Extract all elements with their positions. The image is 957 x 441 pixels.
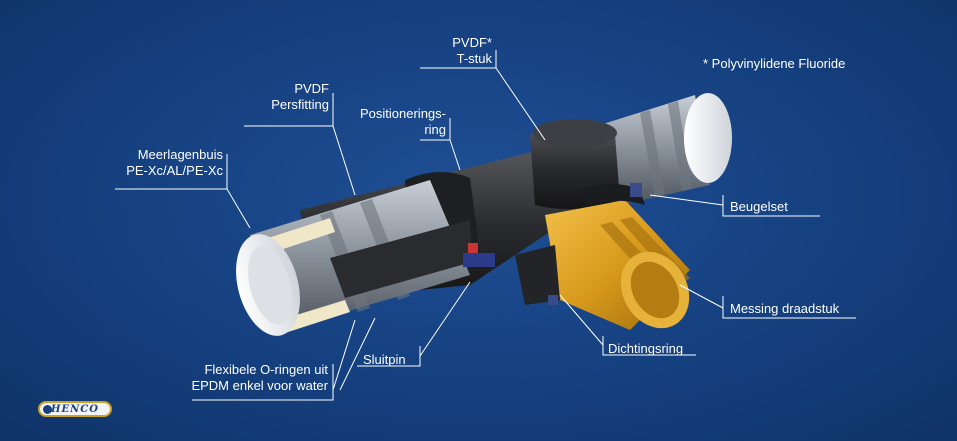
right-pipe bbox=[600, 93, 732, 205]
henco-logo-icon bbox=[43, 405, 52, 414]
label-clamp-set: Beugelset bbox=[730, 199, 788, 214]
label-footnote: * Polyvinylidene Fluoride bbox=[703, 56, 846, 71]
henco-logo-text: HENCO bbox=[51, 403, 99, 415]
label-positioning-line2: ring bbox=[424, 122, 446, 137]
label-pvdf-tee-line2: T-stuk bbox=[456, 51, 492, 66]
label-positioning-ring: Positionerings- ring bbox=[335, 106, 446, 138]
left-pipe bbox=[236, 180, 495, 336]
leader-lines bbox=[115, 50, 856, 401]
label-o-rings: Flexibele O-ringen uit EPDM enkel voor w… bbox=[160, 362, 328, 394]
henco-logo: HENCO bbox=[38, 401, 112, 417]
label-pvdf-press-line1: PVDF bbox=[294, 81, 329, 96]
label-sealing-ring: Dichtingsring bbox=[608, 341, 684, 356]
label-multilayer-line2: PE-Xc/AL/PE-Xc bbox=[126, 163, 223, 178]
label-multilayer-line1: Meerlagenbuis bbox=[137, 147, 223, 162]
label-pvdf-tee: PVDF* T-stuk bbox=[430, 35, 492, 67]
label-pvdf-press: PVDF Persfitting bbox=[250, 81, 329, 113]
label-brass-thread: Messing draadstuk bbox=[730, 301, 840, 316]
label-orings-line1: Flexibele O-ringen uit bbox=[204, 362, 328, 377]
label-pvdf-press-line2: Persfitting bbox=[271, 97, 329, 112]
label-orings-line2: EPDM enkel voor water bbox=[191, 378, 328, 393]
label-positioning-line1: Positionerings- bbox=[360, 106, 446, 121]
label-multilayer-pipe: Meerlagenbuis PE-Xc/AL/PE-Xc bbox=[100, 147, 223, 179]
label-pvdf-tee-line1: PVDF* bbox=[452, 35, 492, 50]
label-locking-pin: Sluitpin bbox=[363, 352, 406, 367]
clamp-set bbox=[515, 183, 645, 305]
brass-thread-part bbox=[545, 200, 690, 330]
